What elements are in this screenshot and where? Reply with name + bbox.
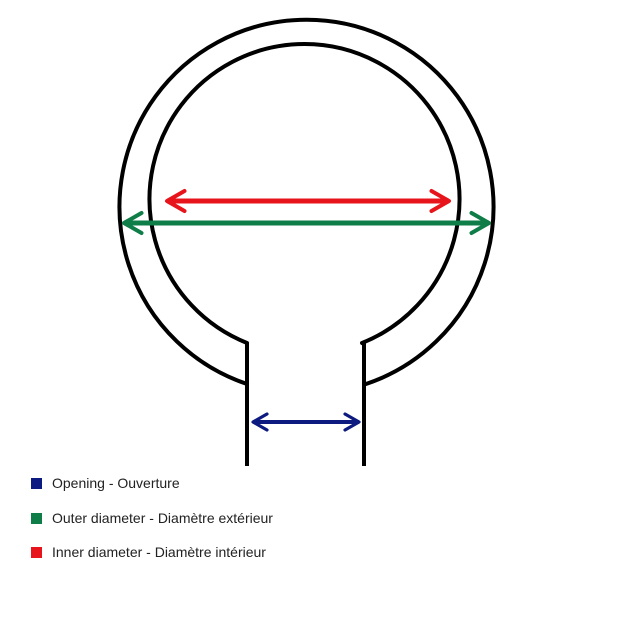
legend-swatch-opening	[31, 477, 42, 489]
legend-swatch-outer-diameter	[31, 512, 42, 524]
legend-item-opening: Opening - Ouverture	[31, 473, 180, 493]
legend-item-inner-diameter: Inner diameter - Diamètre intérieur	[31, 542, 266, 562]
legend-label-inner-diameter: Inner diameter - Diamètre intérieur	[52, 544, 266, 560]
ring-inner-contour	[147, 42, 462, 345]
legend-item-outer-diameter: Outer diameter - Diamètre extérieur	[31, 508, 273, 528]
legend-swatch-inner-diameter	[31, 546, 42, 558]
ring-outer-contour	[117, 17, 496, 386]
legend-label-outer-diameter: Outer diameter - Diamètre extérieur	[52, 510, 273, 526]
legend-label-opening: Opening - Ouverture	[52, 475, 180, 491]
